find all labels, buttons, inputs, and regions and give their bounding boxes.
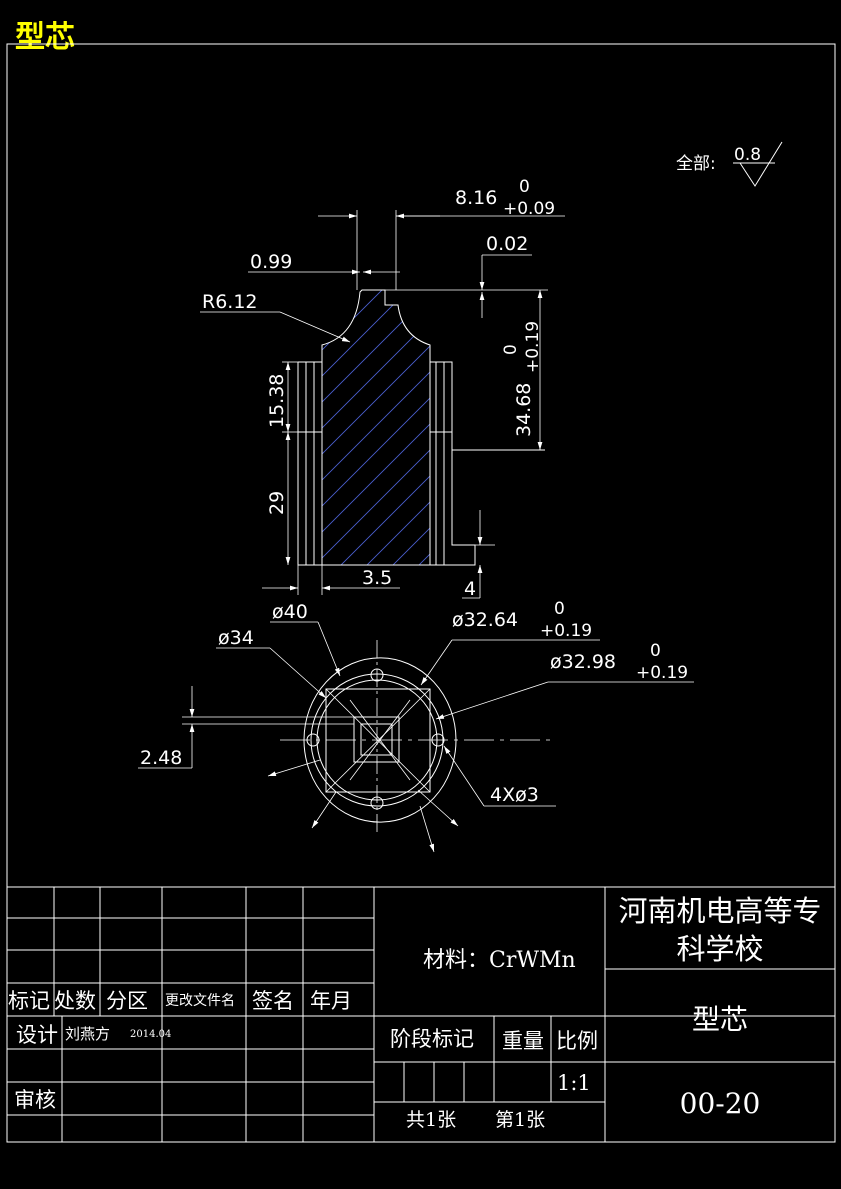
- tb-school-line2: 科学校: [676, 932, 763, 966]
- tb-review-label: 审核: [14, 1088, 56, 1112]
- tb-col-sign: 签名: [252, 989, 294, 1013]
- dim-flatness: 0.02: [486, 233, 528, 255]
- dim-height-total-upper: 0: [501, 344, 521, 355]
- tb-scale-label: 比例: [556, 1029, 598, 1053]
- tb-school-line1: 河南机电高等专: [618, 894, 821, 928]
- tb-sheets-total: 共1张: [406, 1109, 456, 1131]
- dim-step-height: 4: [464, 578, 476, 600]
- roughness-label: 全部:: [676, 154, 716, 174]
- drawing-border: [6, 43, 836, 1143]
- section-view: [297, 289, 545, 566]
- tb-stage-label: 阶段标记: [390, 1027, 474, 1051]
- section-dimensions: 8.16 0 +0.09 0.99 0.02 R6.12 34.68 0 +0.…: [200, 177, 565, 600]
- tb-material: 材料：CrWMn: [423, 948, 576, 973]
- tb-col-count: 处数: [54, 989, 96, 1013]
- tb-sheet-no: 第1张: [495, 1109, 545, 1131]
- dim-dia-3298: ø32.98: [550, 651, 616, 673]
- top-view: [280, 640, 550, 835]
- tb-part-name: 型芯: [692, 1003, 748, 1036]
- tb-col-mark: 标记: [8, 989, 50, 1013]
- tb-weight-label: 重量: [502, 1029, 544, 1053]
- tb-design-date: 2014.04: [130, 1029, 171, 1040]
- dim-width-top-upper: 0: [519, 177, 530, 197]
- roughness-value: 0.8: [734, 145, 761, 165]
- dim-height-total-lower: +0.19: [523, 321, 543, 373]
- dim-dia-34: ø34: [218, 627, 254, 649]
- dim-height-total: 34.68: [513, 383, 535, 437]
- dim-dia-3298-lower: +0.19: [636, 663, 688, 683]
- roughness-symbol: 全部: 0.8: [676, 141, 783, 187]
- tb-col-doc: 更改文件名: [165, 993, 235, 1009]
- tb-drawing-no: 00-20: [680, 1087, 761, 1120]
- dim-dia-3264-lower: +0.19: [540, 621, 592, 641]
- dim-dia-3264: ø32.64: [452, 609, 518, 631]
- dim-fillet: R6.12: [202, 291, 258, 313]
- drawing-title: 型芯: [15, 20, 75, 55]
- dim-height-lower: 29: [266, 491, 288, 515]
- tb-col-zone: 分区: [106, 989, 148, 1013]
- dim-width-top: 8.16: [455, 187, 497, 209]
- title-block: 河南机电高等专 科学校 材料：CrWMn 型芯 00-20 标记 处数 分区 更…: [7, 886, 835, 1142]
- dim-holes: 4Xø3: [490, 784, 539, 806]
- top-view-dimensions: ø40 ø34 ø32.64 0 +0.19 ø32.98 0 +0.19 2.…: [138, 599, 694, 853]
- dim-offset: 2.48: [140, 747, 182, 769]
- dim-step-width: 3.5: [362, 567, 392, 589]
- tb-scale-value: 1:1: [557, 1071, 591, 1095]
- dim-dia-outer: ø40: [272, 601, 308, 623]
- tb-design-label: 设计: [16, 1023, 58, 1047]
- dim-dia-3298-upper: 0: [650, 641, 661, 661]
- dim-height-upper: 15.38: [266, 374, 288, 428]
- tb-designer: 刘燕方: [65, 1025, 110, 1043]
- tb-col-date: 年月: [310, 989, 352, 1013]
- dim-width-top-lower: +0.09: [503, 199, 555, 219]
- dim-gap-small: 0.99: [250, 251, 292, 273]
- dim-dia-3264-upper: 0: [554, 599, 565, 619]
